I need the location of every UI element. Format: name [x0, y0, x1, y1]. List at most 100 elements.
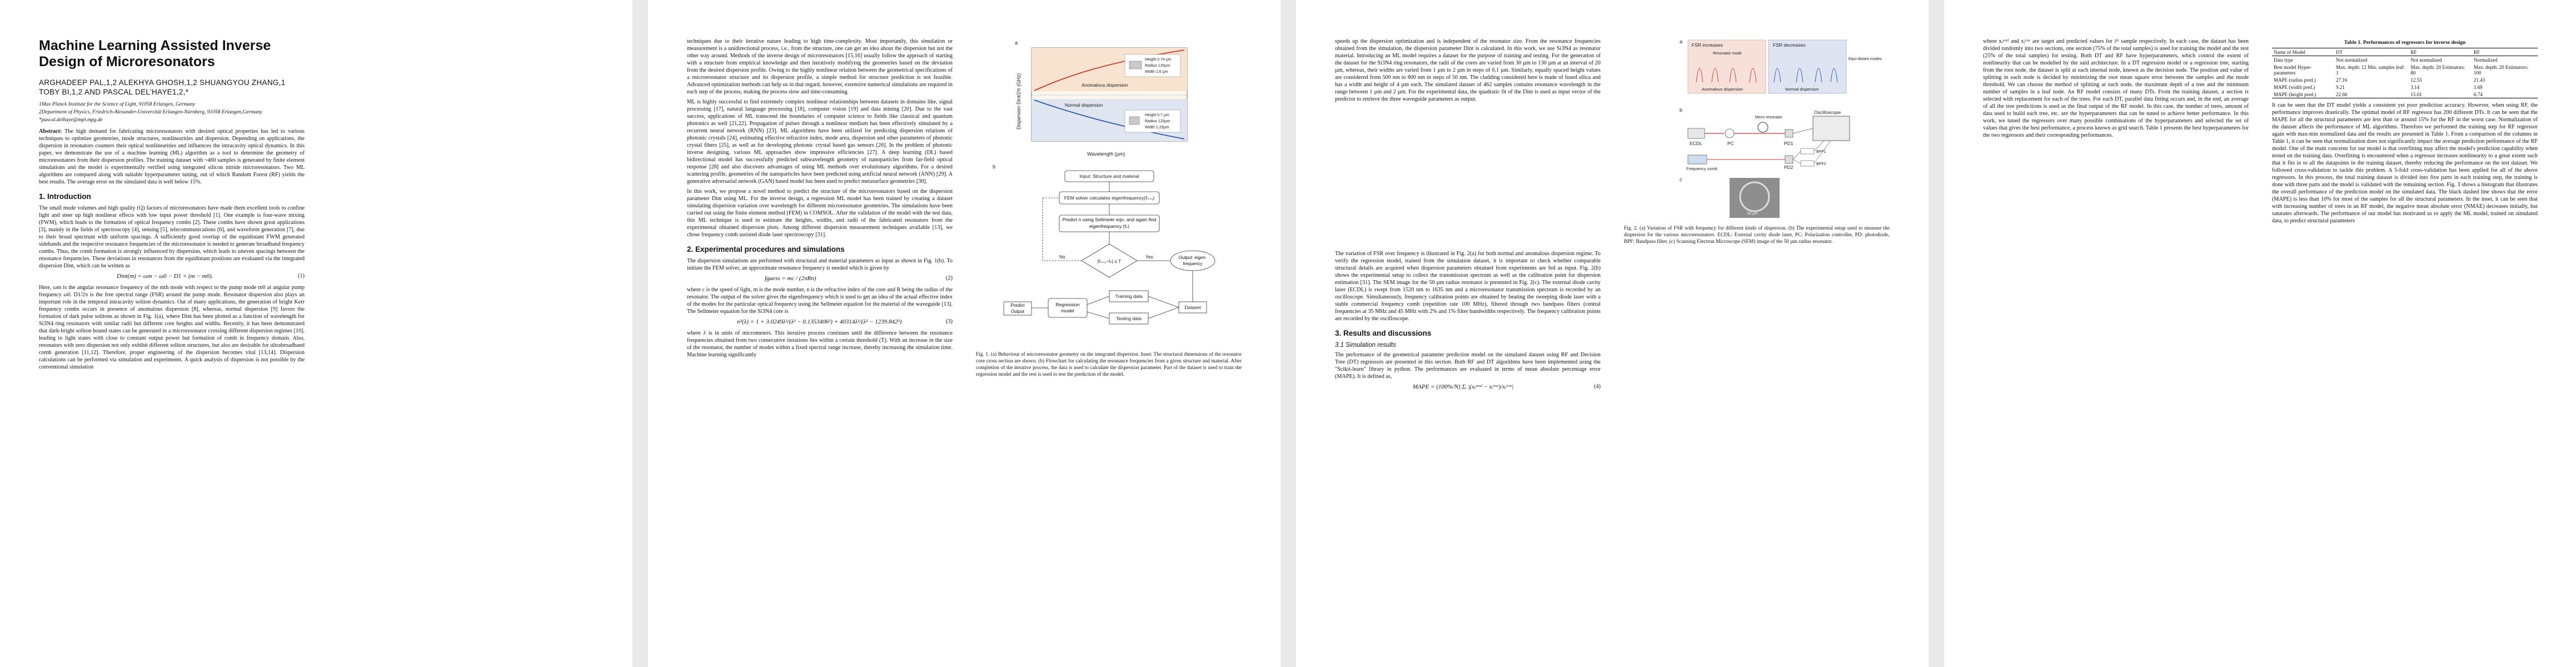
table-cell: Max. depth: 12 Min. samples leaf: 1 — [2336, 64, 2405, 76]
flow-yes: Yes — [1145, 254, 1153, 260]
page2-left-column: techniques due to their iterative nature… — [687, 38, 953, 361]
table-cell: MAPE (width pred.) — [2274, 84, 2315, 90]
microresonator-icon — [1757, 122, 1768, 133]
table-cell: Max. depth: 20 Estimators: 100 — [2473, 64, 2528, 76]
p2-paragraph-1: techniques due to their iterative nature… — [687, 38, 953, 95]
p2-paragraph-5: where c is the speed of light, m is the … — [687, 287, 953, 315]
normal-dispersion-label: Normal dispersion — [1785, 87, 1818, 92]
table-cell: 27.16 — [2336, 77, 2348, 83]
equation-1-body: Dint(m) = ωm − ω0 − D1 × (m − m0). — [117, 273, 213, 280]
page1-left-column: Machine Learning Assisted Inverse Design… — [39, 38, 305, 374]
table-cell: 3.14 — [2410, 84, 2420, 90]
affiliation-email: *pascal.delhaye@mpl.mpg.de — [39, 117, 103, 123]
table-row: MAPE (radius pred.) 27.16 12.55 21.43 — [2272, 76, 2538, 83]
page-2: techniques due to their iterative nature… — [648, 0, 1280, 667]
table-cell: 22.66 — [2334, 91, 2409, 98]
figure-1a-dispersion-chart: a Anomalous dispersion Normal dispersion… — [1015, 40, 1188, 157]
box1-width: Width 1.6 µm — [1145, 70, 1168, 74]
anomalous-dispersion-label: Anomalous dispersion — [1702, 87, 1743, 92]
figure-2a-fsr-diagram: a FSR increases FSR decreases Anomalous … — [1680, 39, 1882, 94]
equation-1: Dint(m) = ωm − ω0 − D1 × (m − m0).(1) — [39, 273, 305, 280]
pc-icon — [1725, 128, 1735, 138]
flow-testing: Testing data — [1116, 316, 1142, 321]
anomalous-peaks — [1696, 68, 1757, 83]
subsection-3-1-heading: 3.1 Simulation results — [1335, 342, 1396, 349]
table-header-dt: DT — [2334, 48, 2409, 56]
flow-predict: Predict n using Sellmeier eqn. and again… — [1062, 217, 1157, 229]
page4-right-column: Table 1. Performances of regressors for … — [2272, 38, 2538, 227]
equation-2-body: fguess = mc / (2πRn) — [765, 275, 816, 282]
flow-predict-fo: Predict n using Sellmeier eqn. and again… — [1062, 217, 1157, 229]
flow-predict-output-fo: Predict Output — [1011, 303, 1025, 314]
resonator-mode-label: Resonator mode — [1713, 52, 1742, 56]
table-header-rf-normalized: RF — [2472, 48, 2538, 56]
fig1a-label: a — [1015, 40, 1018, 46]
table-cell: Not normalized — [2410, 57, 2442, 63]
p2-paragraph-4: The dispersion simulations are performed… — [687, 258, 953, 271]
p2-paragraph-3: In this work, we propose a novel method … — [687, 188, 953, 238]
box1-radius: Radius 120µm — [1145, 64, 1170, 68]
bpf1-box — [1800, 148, 1815, 155]
p4-paragraph-1: where xᵢᵖʳᵉᵈ and xᵢᵗʳᵘᵉ are target and p… — [1983, 38, 2249, 138]
pd1-label: PD1 — [1784, 141, 1793, 146]
oscilloscope-box — [1812, 116, 1850, 141]
fsr-increases: FSR increases — [1692, 42, 1723, 48]
normal-label: Normal dispersion — [1065, 102, 1103, 108]
flow-predict-output-box — [1003, 301, 1032, 316]
figure-1-caption: Fig. 1. (a) Behaviour of microresonator … — [976, 352, 1242, 377]
table-row: Best model Hyper-parameters Max. depth: … — [2272, 63, 2538, 76]
p4-paragraph-2: It can be seen that the DT model yields … — [2272, 102, 2538, 224]
equation-4-number: (4) — [1593, 384, 1601, 390]
intro-paragraph-2: Here, ωm is the angular resonance freque… — [39, 285, 305, 370]
box1-height: Height 0.74 µm — [1145, 58, 1172, 62]
table-row: Data type Not normalized Not normalized … — [2272, 56, 2538, 64]
box2-width: Width 1.25µm — [1145, 126, 1169, 130]
table-cell: 1.69 — [2473, 84, 2483, 90]
table-cell: MAPE (height pred.) — [2272, 91, 2335, 98]
figure-2b-setup: b ECDL PC Micro-resonator PD1 Oscillosco… — [1680, 107, 1850, 171]
equation-2-number: (2) — [945, 275, 953, 281]
microresonator-label: Micro-resonator — [1755, 116, 1783, 120]
table-cell: 15.01 — [2409, 91, 2472, 98]
flow-regression: Regression model — [1055, 302, 1080, 313]
bpf2-label: BPF2 — [1816, 162, 1826, 166]
bpf1-label: BPF1 — [1816, 150, 1826, 154]
ecdl-box — [1687, 128, 1705, 139]
geometry-box-2: Height 0.7 µm Radius 120µm Width 1.25µm — [1124, 109, 1181, 133]
fig1b-label: b — [993, 164, 995, 170]
normal-panel — [1768, 39, 1847, 94]
table-1-caption: Table 1. Performances of regressors for … — [2344, 40, 2466, 46]
flow-training: Training data — [1115, 293, 1143, 299]
table-cell: Data type — [2274, 57, 2293, 63]
fig1a-ylabel: Dispersion Dint/2π (GHz) — [1016, 73, 1022, 130]
table-header-model: Name of Model — [2272, 48, 2335, 56]
table-cell: 9.21 — [2336, 84, 2345, 90]
figure-2c-sem: c 50 µm — [1680, 177, 1780, 218]
table-cell: Max. depth: 20 Estimators: 80 — [2410, 64, 2465, 76]
table-cell: Normalized — [2473, 57, 2498, 63]
pd2-label: PD2 — [1784, 165, 1793, 170]
fig2c-label: c — [1680, 177, 1682, 182]
table-row: MAPE (width pred.) 9.21 3.14 1.69 — [2272, 83, 2538, 91]
sem-ring — [1739, 181, 1770, 212]
page3-left-column: speeds up the dispersion optimization an… — [1335, 38, 1601, 395]
table-cell: 21.43 — [2473, 77, 2485, 83]
p3-paragraph-3: The performance of the geometrical param… — [1335, 352, 1601, 380]
fig2a-label: a — [1680, 39, 1682, 44]
paper-title: Machine Learning Assisted Inverse Design… — [39, 38, 271, 69]
pd2-box — [1785, 155, 1793, 164]
flow-regression-fo: Regression model — [1055, 302, 1080, 313]
abstract: Abstract: The high demand for fabricatin… — [39, 128, 305, 186]
page-3: speeds up the dispersion optimization an… — [1296, 0, 1929, 667]
geometry-box-1: Height 0.74 µm Radius 120µm Width 1.6 µm — [1124, 54, 1181, 77]
equation-2: fguess = mc / (2πRn) (2) — [687, 275, 953, 282]
figure-2-caption: Fig. 2. (a) Variation of FSR with freque… — [1624, 226, 1890, 245]
box2-height: Height 0.7 µm — [1145, 113, 1169, 117]
equation-3: n²(λ) = 1 + 3.0249λ²/(λ² − 0.1353406²) +… — [687, 318, 953, 325]
section-3-heading: 3. Results and discussions — [1335, 329, 1432, 337]
normal-peaks — [1773, 68, 1838, 83]
flow-condition-diamond — [1081, 243, 1138, 278]
intro-paragraph-1: The small mode volumes and high quality … — [39, 205, 305, 269]
flow-input: Input: Structure and material — [1079, 173, 1139, 179]
equation-4-body: MAPE = (100%/N) Σᵢ |(xᵢᵖʳᵉᵈ − xᵢᵗʳᵘᵉ)/xᵢ… — [1413, 384, 1514, 390]
